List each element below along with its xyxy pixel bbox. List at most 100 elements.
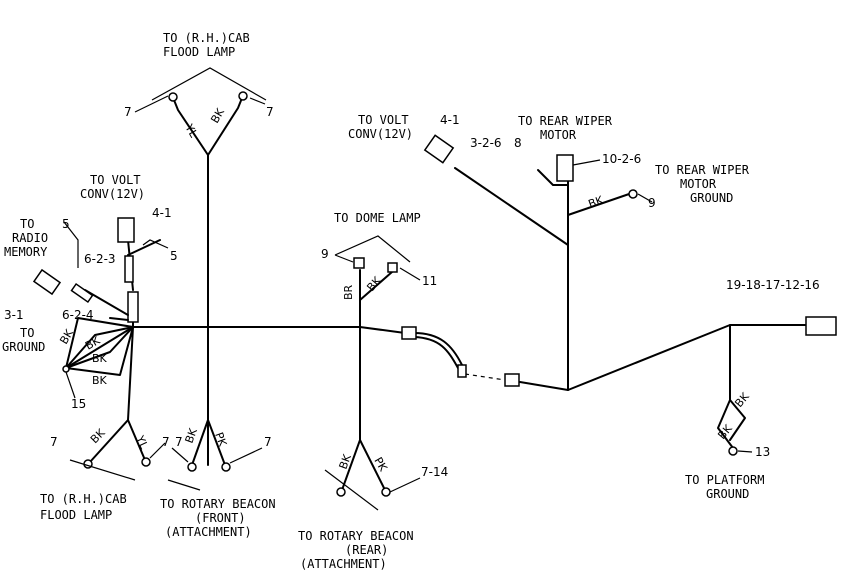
lead-9a <box>334 254 354 263</box>
bracket-rear <box>324 469 379 511</box>
wire-bk-fan-4: BK <box>92 374 108 387</box>
branch-platform-ground <box>729 324 746 441</box>
callout-5-right: 5 <box>170 249 178 263</box>
branch-volt-conv-right <box>454 167 569 246</box>
connector-dome-11 <box>387 262 398 273</box>
callout-3-1: 3-1 <box>4 308 24 322</box>
branch-dome-bk <box>359 271 393 301</box>
callout-6-2-4: 6-2-4 <box>62 308 94 322</box>
terminal-ground-left <box>62 365 70 373</box>
callout-10-2-6: 10-2-6 <box>602 152 641 166</box>
ground-fan-4 <box>65 326 134 376</box>
lead-15 <box>65 371 76 399</box>
callout-7-beacon-right: 7 <box>264 435 272 449</box>
ground-fan-3 <box>65 326 134 369</box>
dashed-link <box>464 373 506 381</box>
callout-7-beacon-left: 7 <box>175 435 183 449</box>
label-volt-left-2: CONV(12V) <box>80 187 145 201</box>
callout-7-14: 7-14 <box>421 465 448 479</box>
branch-rear-pk <box>359 439 386 491</box>
bracket-dome <box>334 235 411 263</box>
callout-9-dome: 9 <box>321 247 329 261</box>
branch-bottom-yl <box>127 419 146 461</box>
branch-beacon-front-bk <box>191 419 209 466</box>
terminal-bottom-right <box>141 457 151 467</box>
label-radio-1: TO <box>20 217 34 231</box>
wire-pk-beacon-front: PK <box>212 431 229 449</box>
branch-beacon-front-pk <box>207 419 226 466</box>
label-dome-lamp: TO DOME LAMP <box>334 211 421 225</box>
branch-platform-ground-2 <box>717 399 734 449</box>
connector-volt-right <box>423 134 455 164</box>
callout-9-wiper: 9 <box>648 196 656 210</box>
lead-7e <box>149 442 166 459</box>
label-beacon-front-2: (FRONT) <box>195 511 246 525</box>
wire-yl-top: YL <box>182 121 201 140</box>
wire-br-dome: BR <box>342 284 355 300</box>
label-ground-left-2: GROUND <box>2 340 45 354</box>
bracket-top <box>151 67 267 101</box>
label-ground-left-1: TO <box>20 326 34 340</box>
label-beacon-front-3: (ATTACHMENT) <box>165 525 252 539</box>
wire-bk-wiper-ground: BK <box>587 193 606 211</box>
label-radio-2: RADIO <box>12 231 48 245</box>
wire-bk-fan-2: BK <box>83 334 103 353</box>
callout-8: 8 <box>514 136 522 150</box>
label-beacon-front-1: TO ROTARY BEACON <box>160 497 276 511</box>
terminal-beacon-front-left <box>187 462 197 472</box>
label-volt-left-1: TO VOLT <box>90 173 141 187</box>
callout-7-bottom-mid: 7 <box>162 435 170 449</box>
terminal-rear-left <box>336 487 346 497</box>
flex-conduit-outer <box>413 332 463 366</box>
label-platform-ground-2: GROUND <box>706 487 749 501</box>
branch-radio-2 <box>109 317 129 321</box>
wire-bk-top: BK <box>208 106 227 126</box>
lead-10-2-6 <box>572 159 601 166</box>
wire-bk-dome: BK <box>364 274 384 294</box>
wire-pk-beacon-rear: PK <box>371 455 390 474</box>
callout-volt-right-4-1: 4-1 <box>440 113 460 127</box>
lead-7d <box>229 447 263 464</box>
label-beacon-rear-3: (ATTACHMENT) <box>300 557 387 571</box>
callout-11: 11 <box>422 274 437 288</box>
wire-bk-fan-3: BK <box>92 352 108 365</box>
lead-radio-5 <box>63 221 79 268</box>
label-cab-flood-bottom-2: FLOOD LAMP <box>40 508 112 522</box>
callout-3-2-6: 3-2-6 <box>470 136 502 150</box>
ground-fan-1 <box>65 317 134 369</box>
callout-7-bottom-left: 7 <box>50 435 58 449</box>
label-main-connector: 19-18-17-12-16 <box>726 278 820 292</box>
connector-volt-left <box>117 217 135 243</box>
lead-11 <box>399 267 421 281</box>
label-rear-wiper-motor-1: TO REAR WIPER <box>518 114 613 128</box>
callout-5-radio: 5 <box>62 217 70 231</box>
connector-6-2-4 <box>70 282 94 304</box>
terminal-wiper-ground <box>628 189 638 199</box>
label-rear-wiper-motor-2: MOTOR <box>540 128 577 142</box>
wire-bk-bottom: BK <box>88 426 108 446</box>
label-radio-3: MEMORY <box>4 245 48 259</box>
callout-7-top-right: 7 <box>266 105 274 119</box>
lead-7a <box>134 95 169 113</box>
callout-7-top-left: 7 <box>124 105 132 119</box>
callout-13: 13 <box>755 445 770 459</box>
connector-conduit-end <box>457 364 467 378</box>
wire-bk-beacon-front: BK <box>183 426 201 445</box>
lead-5b <box>142 239 169 249</box>
branch-wiper-8 <box>537 169 569 186</box>
bracket-bottom <box>69 459 136 481</box>
callout-15: 15 <box>71 397 86 411</box>
callout-6-2-3: 6-2-3 <box>84 252 116 266</box>
label-cab-flood-bottom-1: TO (R.H.)CAB <box>40 492 127 506</box>
branch-top-yl <box>173 99 209 156</box>
connector-dome-9 <box>353 257 365 269</box>
connector-dashed-end <box>504 373 520 387</box>
wire-yl-bottom: YL <box>133 433 151 452</box>
branch-rear-bk <box>341 439 361 491</box>
label-beacon-rear-1: TO ROTARY BEACON <box>298 529 414 543</box>
wire-bk-fan-1: BK <box>57 327 76 347</box>
label-rear-wiper-ground-1: TO REAR WIPER <box>655 163 750 177</box>
label-beacon-rear-2: (REAR) <box>345 543 388 557</box>
